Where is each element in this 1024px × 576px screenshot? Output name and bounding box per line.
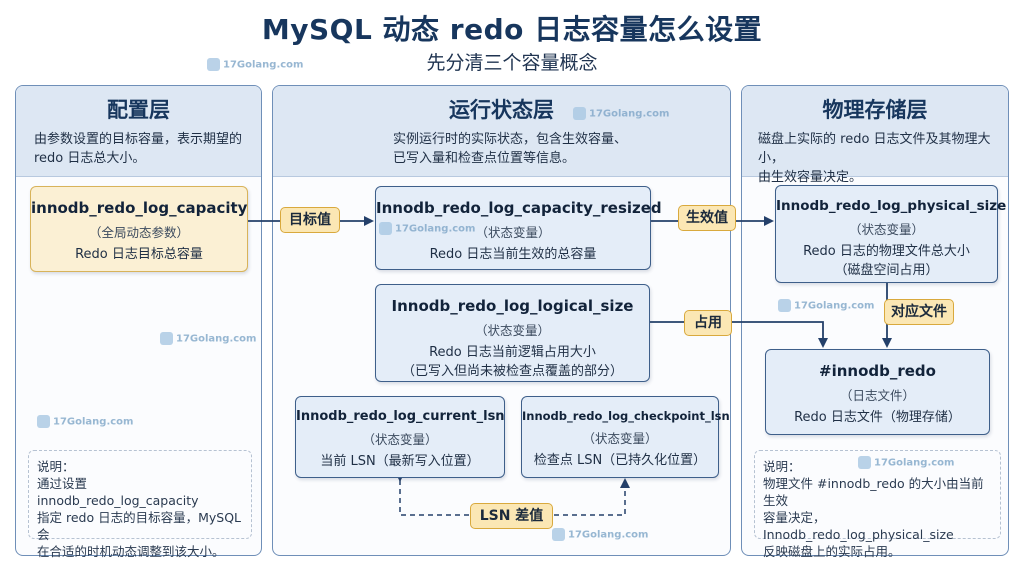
runtime-layer-title: 运行状态层 xyxy=(449,98,554,122)
config-layer-title: 配置层 xyxy=(107,98,170,122)
innodb-redo-log-logical-size-box: Innodb_redo_log_logical_size （状态变量） Redo… xyxy=(375,284,650,382)
watermark: 17Golang.com xyxy=(379,222,475,235)
physical-layer-title: 物理存储层 xyxy=(822,98,928,122)
watermark-logo-icon xyxy=(37,415,50,428)
physical-layer-header: 物理存储层 磁盘上实际的 redo 日志文件及其物理大小， 由生效容量决定。 xyxy=(742,86,1008,185)
config-layer-description: 由参数设置的目标容量，表示期望的 redo 日志总大小。 xyxy=(34,132,243,166)
watermark-logo-icon xyxy=(778,299,791,312)
watermark-logo-icon xyxy=(552,528,565,541)
occupy-tag: 占用 xyxy=(684,310,732,336)
innodb-redo-log-capacity-resized-box: Innodb_redo_log_capacity_resized （状态变量） … xyxy=(375,186,662,270)
watermark: 17Golang.com xyxy=(160,332,256,345)
watermark: 17Golang.com xyxy=(778,299,874,312)
watermark: 17Golang.com xyxy=(858,456,954,469)
config-layer-note: 说明： 通过设置 innodb_redo_log_capacity 指定 red… xyxy=(28,450,252,559)
watermark: 17Golang.com xyxy=(207,58,303,71)
watermark-logo-icon xyxy=(858,456,871,469)
watermark-logo-icon xyxy=(207,58,220,71)
watermark: 17Golang.com xyxy=(552,528,648,541)
innodb-redo-log-current-lsn-box: Innodb_redo_log_current_lsn （状态变量） 当前 LS… xyxy=(295,396,505,478)
watermark-logo-icon xyxy=(160,332,173,345)
diagram-title: MySQL 动态 redo 日志容量怎么设置 xyxy=(261,13,763,46)
effective-value-tag: 生效值 xyxy=(678,205,736,231)
watermark-logo-icon xyxy=(379,222,392,235)
watermark: 17Golang.com xyxy=(37,415,133,428)
target-value-tag: 目标值 xyxy=(280,207,340,233)
physical-layer-description: 磁盘上实际的 redo 日志文件及其物理大小， 由生效容量决定。 xyxy=(758,132,991,185)
innodb-redo-directory-box: #innodb_redo （日志文件） Redo 日志文件（物理存储） xyxy=(765,349,990,435)
runtime-layer-header: 运行状态层 实例运行时的实际状态，包含生效容量、 已写入量和检查点位置等信息。 xyxy=(273,86,730,177)
physical-layer-note: 说明： 物理文件 #innodb_redo 的大小由当前生效 容量决定，Inno… xyxy=(754,450,1001,559)
lsn-difference-tag: LSN 差值 xyxy=(470,503,553,529)
diagram-subtitle: 先分清三个容量概念 xyxy=(426,52,598,74)
runtime-layer-description: 实例运行时的实际状态，包含生效容量、 已写入量和检查点位置等信息。 xyxy=(393,132,628,166)
innodb-redo-log-checkpoint-lsn-box: Innodb_redo_log_checkpoint_lsn （状态变量） 检查… xyxy=(521,396,730,478)
corresponding-file-tag: 对应文件 xyxy=(884,299,954,325)
watermark: 17Golang.com xyxy=(573,107,669,120)
innodb-redo-log-physical-size-box: Innodb_redo_log_physical_size （状态变量） Red… xyxy=(775,185,1006,283)
innodb-redo-log-capacity-box: innodb_redo_log_capacity （全局动态参数） Redo 日… xyxy=(30,186,248,272)
watermark-logo-icon xyxy=(573,107,586,120)
config-layer-header: 配置层 由参数设置的目标容量，表示期望的 redo 日志总大小。 xyxy=(16,86,261,177)
